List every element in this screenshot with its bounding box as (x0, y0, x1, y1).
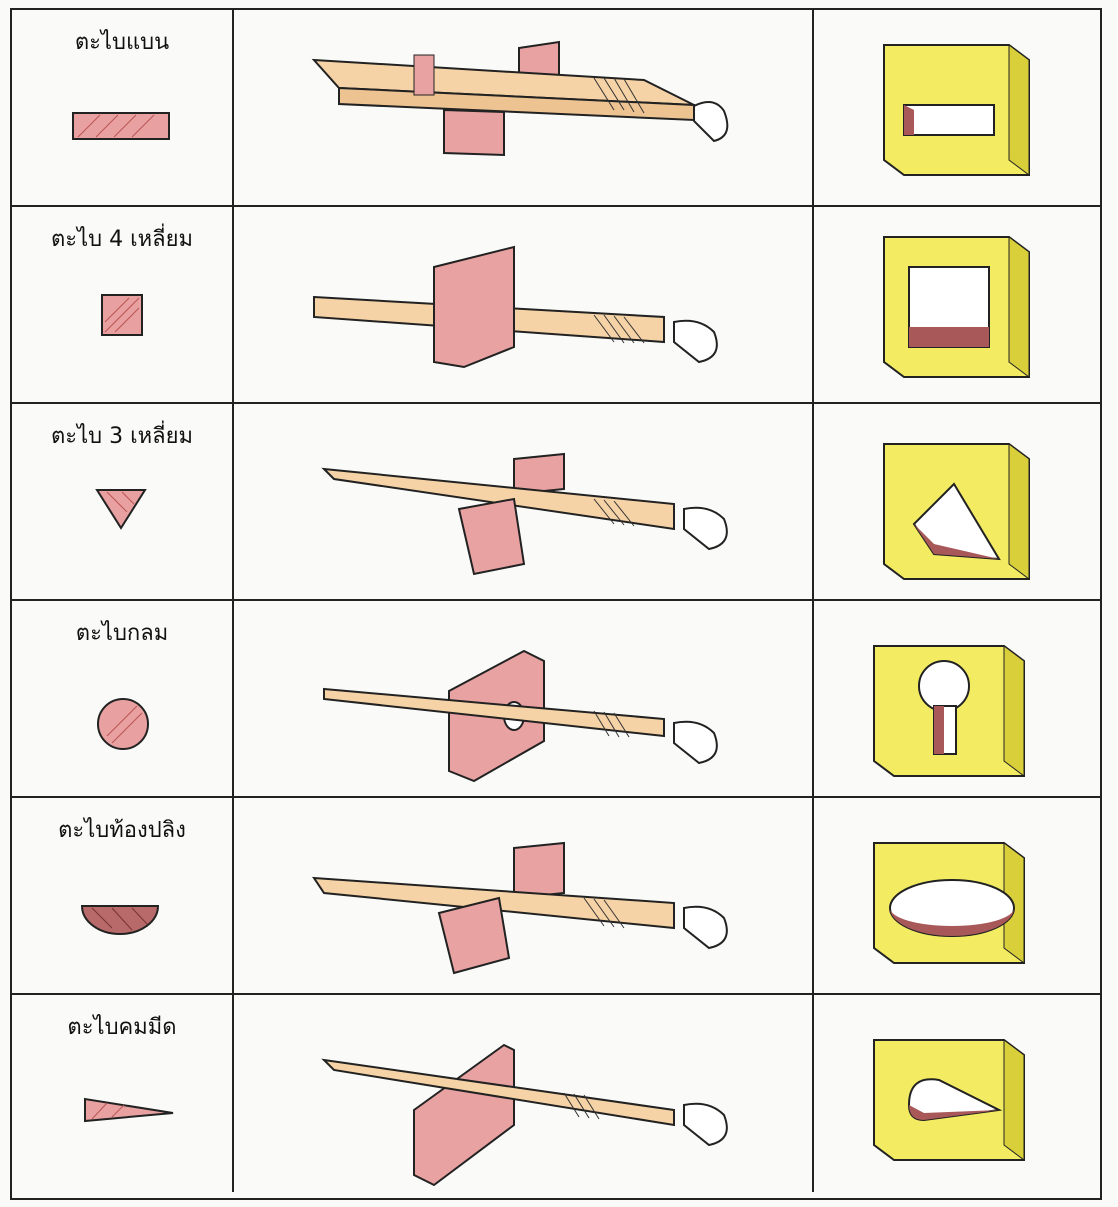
profile-cell: ตะไบ 3 เหลี่ยม (12, 404, 234, 599)
usage-illustration-cell (234, 404, 814, 599)
row-round-file: ตะไบกลม (12, 601, 1100, 798)
row-triangle-file: ตะไบ 3 เหลี่ยม (12, 404, 1100, 601)
file-name-label: ตะไบ 3 เหลี่ยม (50, 424, 193, 449)
triangle-profile-icon (95, 489, 147, 530)
round-keyhole-workpiece-icon (873, 645, 1025, 777)
workpiece-cell (814, 798, 1100, 993)
row-knife-file: ตะไบคมมีด (12, 995, 1100, 1192)
square-workpiece-icon (883, 236, 1030, 378)
profile-cell: ตะไบแบน (12, 10, 234, 205)
knife-workpiece-icon (873, 1039, 1025, 1161)
flat-file-usage-illustration (311, 40, 729, 157)
profile-cell: ตะไบท้องปลิง (12, 798, 234, 993)
row-square-file: ตะไบ 4 เหลี่ยม (12, 207, 1100, 404)
file-types-table: ตะไบแบน (10, 8, 1102, 1200)
usage-illustration-cell (234, 207, 814, 402)
knife-file-usage-illustration (321, 1043, 728, 1187)
round-file-usage-illustration (323, 649, 718, 783)
usage-illustration-cell (234, 995, 814, 1192)
flat-profile-icon (72, 112, 170, 140)
half-round-profile-icon (80, 905, 160, 935)
half-round-file-usage-illustration (312, 841, 728, 975)
file-name-label: ตะไบ 4 เหลี่ยม (50, 227, 193, 252)
profile-cell: ตะไบ 4 เหลี่ยม (12, 207, 234, 402)
flat-workpiece-icon (883, 44, 1030, 176)
file-name-label: ตะไบคมมีด (67, 1015, 177, 1040)
row-flat-file: ตะไบแบน (12, 10, 1100, 207)
usage-illustration-cell (234, 798, 814, 993)
knife-profile-icon (84, 1097, 174, 1123)
workpiece-cell (814, 207, 1100, 402)
workpiece-cell (814, 995, 1100, 1192)
workpiece-cell (814, 10, 1100, 205)
workpiece-cell (814, 404, 1100, 599)
usage-illustration-cell (234, 10, 814, 205)
workpiece-cell (814, 601, 1100, 796)
profile-cell: ตะไบกลม (12, 601, 234, 796)
profile-cell: ตะไบคมมีด (12, 995, 234, 1192)
file-name-label: ตะไบท้องปลิง (58, 818, 186, 843)
round-profile-icon (97, 698, 149, 750)
square-profile-icon (101, 294, 143, 336)
triangle-workpiece-icon (883, 443, 1030, 580)
row-half-round-file: ตะไบท้องปลิง (12, 798, 1100, 995)
file-name-label: ตะไบกลม (75, 621, 169, 646)
half-round-workpiece-icon (873, 842, 1025, 964)
file-name-label: ตะไบแบน (74, 30, 170, 55)
triangle-file-usage-illustration (321, 452, 728, 576)
usage-illustration-cell (234, 601, 814, 796)
square-file-usage-illustration (313, 245, 718, 369)
